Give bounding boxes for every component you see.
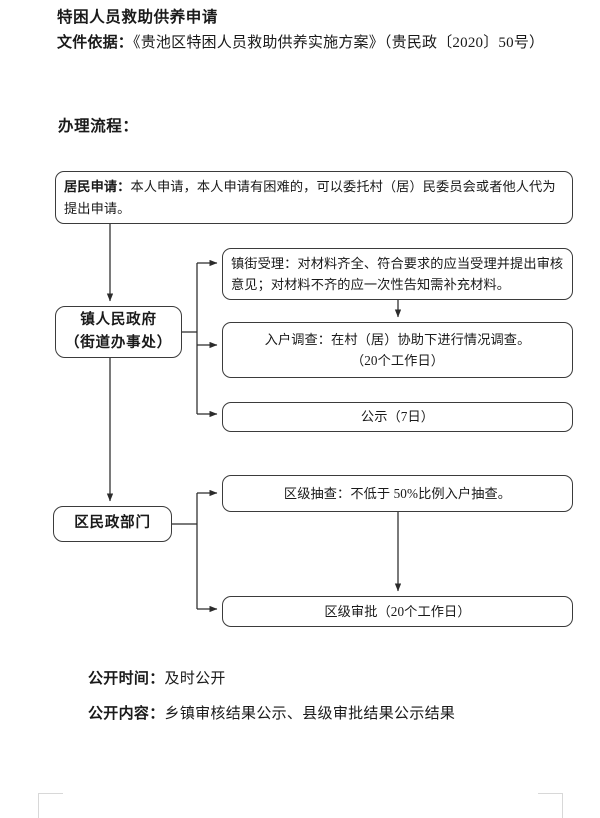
- home-visit-line2: （20个工作日）: [350, 353, 445, 368]
- flow-node-publicity[interactable]: 公示（7日）: [222, 402, 573, 432]
- footer-open-content-value: 乡镇审核结果公示、县级审批结果公示结果: [164, 706, 456, 723]
- flow-node-home-visit[interactable]: 入户调查：在村（居）协助下进行情况调查。 （20个工作日）: [222, 322, 573, 378]
- flow-node-town-acceptance[interactable]: 镇街受理：对材料齐全、符合要求的应当受理并提出审核意见；对材料不齐的应一次性告知…: [222, 248, 573, 300]
- document-basis-label: 文件依据：: [57, 35, 134, 52]
- town-government-line2: （街道办事处）: [64, 335, 173, 351]
- civil-affairs-text: 区民政部门: [74, 515, 151, 532]
- document-header: 特困人员救助供养申请 文件依据：《贵池区特困人员救助供养实施方案》（贵民政〔20…: [57, 6, 557, 56]
- flow-node-resident-application[interactable]: 居民申请：本人申请，本人申请有困难的，可以委托村（居）民委员会或者他人代为提出申…: [55, 171, 573, 224]
- resident-application-label: 居民申请：: [64, 179, 131, 195]
- town-acceptance-text: 镇街受理：对材料齐全、符合要求的应当受理并提出审核意见；对材料不齐的应一次性告知…: [231, 255, 564, 292]
- flow-node-district-sampling[interactable]: 区级抽查：不低于 50%比例入户抽查。: [222, 475, 573, 512]
- footer-open-time-label: 公开时间：: [88, 671, 165, 687]
- document-basis: 文件依据：《贵池区特困人员救助供养实施方案》（贵民政〔2020〕50号）: [57, 32, 557, 55]
- footer-open-time-row: 公开时间：及时公开: [88, 668, 588, 691]
- home-visit-line1: 入户调查：在村（居）协助下进行情况调查。: [264, 331, 531, 347]
- footer-open-content-row: 公开内容：乡镇审核结果公示、县级审批结果公示结果: [88, 703, 588, 726]
- footer-open-content-label: 公开内容：: [88, 706, 165, 723]
- footer-open-time-value: 及时公开: [164, 671, 226, 687]
- publicity-text: 公示（7日）: [360, 409, 435, 425]
- district-approval-text: 区级审批（20个工作日）: [324, 603, 471, 619]
- page-title: 特困人员救助供养申请: [57, 9, 219, 26]
- flow-node-civil-affairs[interactable]: 区民政部门: [53, 506, 172, 542]
- town-government-line1: 镇人民政府: [80, 311, 157, 328]
- resident-application-text: 本人申请，本人申请有困难的，可以委托村（居）民委员会或者他人代为提出申请。: [64, 179, 556, 216]
- flow-node-town-government[interactable]: 镇人民政府 （街道办事处）: [55, 306, 182, 358]
- flow-node-district-approval[interactable]: 区级审批（20个工作日）: [222, 596, 573, 627]
- document-footer: 公开时间：及时公开 公开内容：乡镇审核结果公示、县级审批结果公示结果: [88, 668, 588, 739]
- district-sampling-text: 区级抽查：不低于 50%比例入户抽查。: [283, 485, 512, 501]
- crop-mark-bottom-left: [38, 793, 63, 818]
- process-section-label: 办理流程：: [58, 118, 139, 135]
- document-basis-text: 《贵池区特困人员救助供养实施方案》（贵民政〔2020〕50号）: [133, 35, 545, 52]
- crop-mark-bottom-right: [538, 793, 563, 818]
